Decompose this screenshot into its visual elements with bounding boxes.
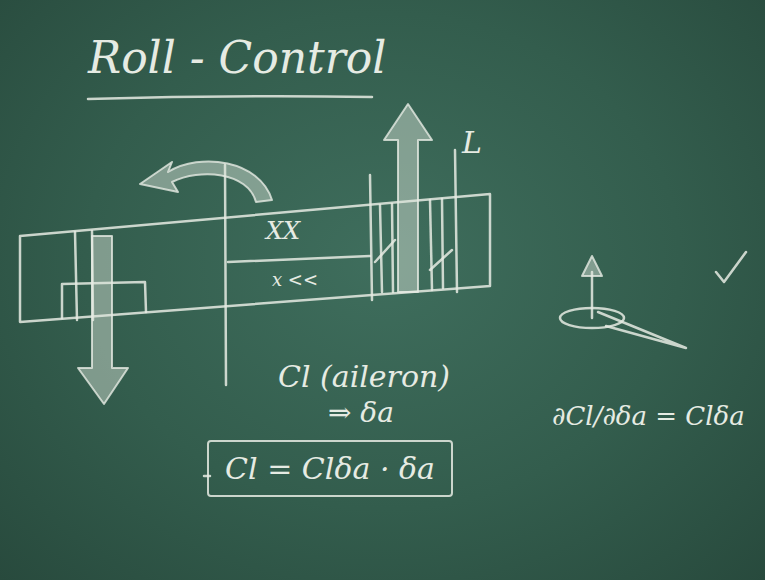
- hatch-line: [392, 204, 393, 292]
- hatch-line: [430, 250, 452, 270]
- sketch-wing: [598, 312, 686, 348]
- hatch-line: [442, 199, 443, 288]
- wing-outline: [20, 194, 490, 322]
- hatch-line: [380, 205, 382, 292]
- hatch-line: [375, 240, 395, 262]
- coefficient-label: Cl (aileron): [278, 360, 450, 393]
- board-title: Roll - Control: [88, 34, 386, 82]
- mark-label: x <<: [272, 270, 318, 290]
- sketch-arrow: [591, 272, 594, 318]
- lift-arrow: [384, 104, 432, 292]
- lift-label: L: [462, 126, 482, 159]
- mark-label: XX: [266, 218, 300, 244]
- left-aileron-line: [75, 232, 77, 320]
- chord-line: [228, 256, 370, 262]
- implication-label: ⇒ δa: [328, 398, 394, 429]
- aileron-edge: [370, 175, 372, 300]
- formula-text: Cl = Clδa · δa: [225, 452, 435, 485]
- check-mark: [716, 252, 746, 282]
- derivative-label: ∂Cl/∂δa = Clδa: [552, 402, 745, 431]
- down-arrow: [78, 236, 128, 404]
- hatch-line: [430, 200, 432, 290]
- roll-arrow: [140, 161, 272, 202]
- formula-box: Cl = Clδa · δa: [207, 440, 453, 497]
- sketch-arrowhead: [582, 256, 602, 276]
- title-underline: [88, 96, 372, 99]
- center-line: [225, 165, 226, 385]
- aileron-edge: [455, 150, 457, 292]
